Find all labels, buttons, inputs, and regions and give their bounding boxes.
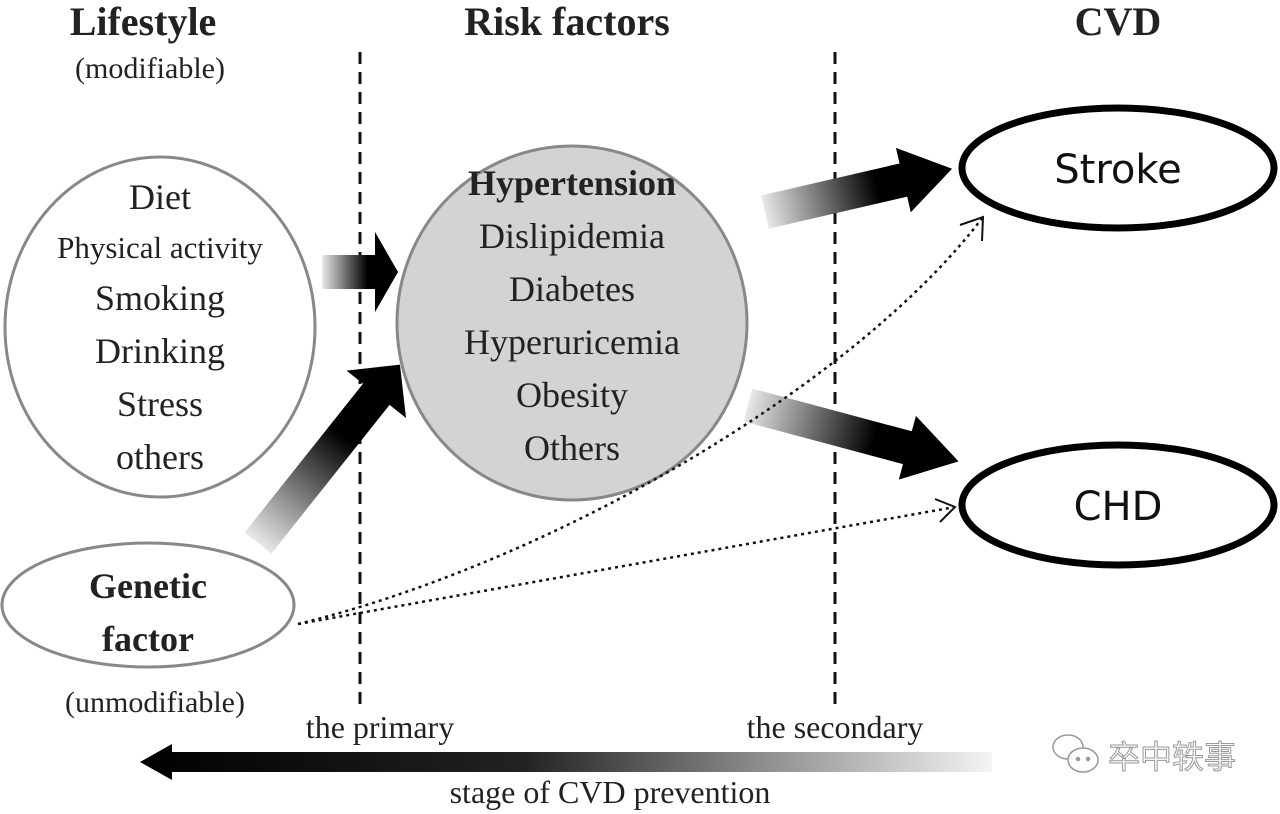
prevention-stage-arrow bbox=[140, 744, 992, 780]
lifestyle-item: Smoking bbox=[95, 278, 225, 318]
chd-ellipse bbox=[958, 441, 1278, 569]
lifestyle-item: Physical activity bbox=[57, 230, 263, 265]
lifestyle-item: Stress bbox=[117, 384, 203, 424]
risk-to-stroke-arrow bbox=[761, 147, 953, 229]
wechat-icon bbox=[1052, 734, 1099, 773]
primary-label: the primary bbox=[306, 709, 454, 745]
risk-factors-ellipse bbox=[395, 144, 749, 502]
genetic-to-stroke-dotted-arrow bbox=[297, 216, 984, 626]
chd-label: CHD bbox=[1074, 484, 1163, 530]
stroke-label: Stroke bbox=[1054, 147, 1181, 193]
risk-item: Diabetes bbox=[509, 269, 635, 309]
prevention-caption: stage of CVD prevention bbox=[450, 774, 771, 810]
lifestyle-item: Diet bbox=[129, 177, 191, 217]
lifestyle-item: others bbox=[116, 437, 204, 477]
lifestyle-ellipse bbox=[3, 155, 317, 499]
risk-item: Hyperuricemia bbox=[464, 322, 680, 362]
lifestyle-note: (modifiable) bbox=[75, 52, 225, 85]
genetic-label: Genetic bbox=[89, 566, 207, 606]
genetic-to-risk-arrow bbox=[244, 364, 407, 554]
risk-to-chd-arrow bbox=[743, 388, 959, 480]
open-arrowhead-icon bbox=[934, 498, 957, 523]
risk-item: Hypertension bbox=[468, 163, 676, 203]
genetic-to-chd-dotted-arrow bbox=[297, 505, 956, 626]
secondary-label: the secondary bbox=[747, 709, 924, 745]
risk-item: Dislipidemia bbox=[479, 216, 665, 256]
stroke-ellipse bbox=[958, 104, 1278, 232]
genetic-label: factor bbox=[102, 619, 194, 659]
risk-item: Others bbox=[524, 428, 620, 468]
open-arrowhead-icon bbox=[959, 215, 985, 242]
genetic-note: (unmodifiable) bbox=[65, 686, 245, 719]
cvd-header: CVD bbox=[1075, 0, 1162, 44]
risk-factors-header: Risk factors bbox=[464, 0, 670, 44]
watermark-text: 卒中轶事 bbox=[1108, 738, 1236, 776]
lifestyle-item: Drinking bbox=[95, 331, 225, 371]
genetic-ellipse bbox=[0, 541, 296, 669]
risk-item: Obesity bbox=[516, 375, 628, 415]
lifestyle-to-risk-arrow bbox=[322, 232, 398, 312]
lifestyle-header: Lifestyle bbox=[70, 0, 217, 44]
